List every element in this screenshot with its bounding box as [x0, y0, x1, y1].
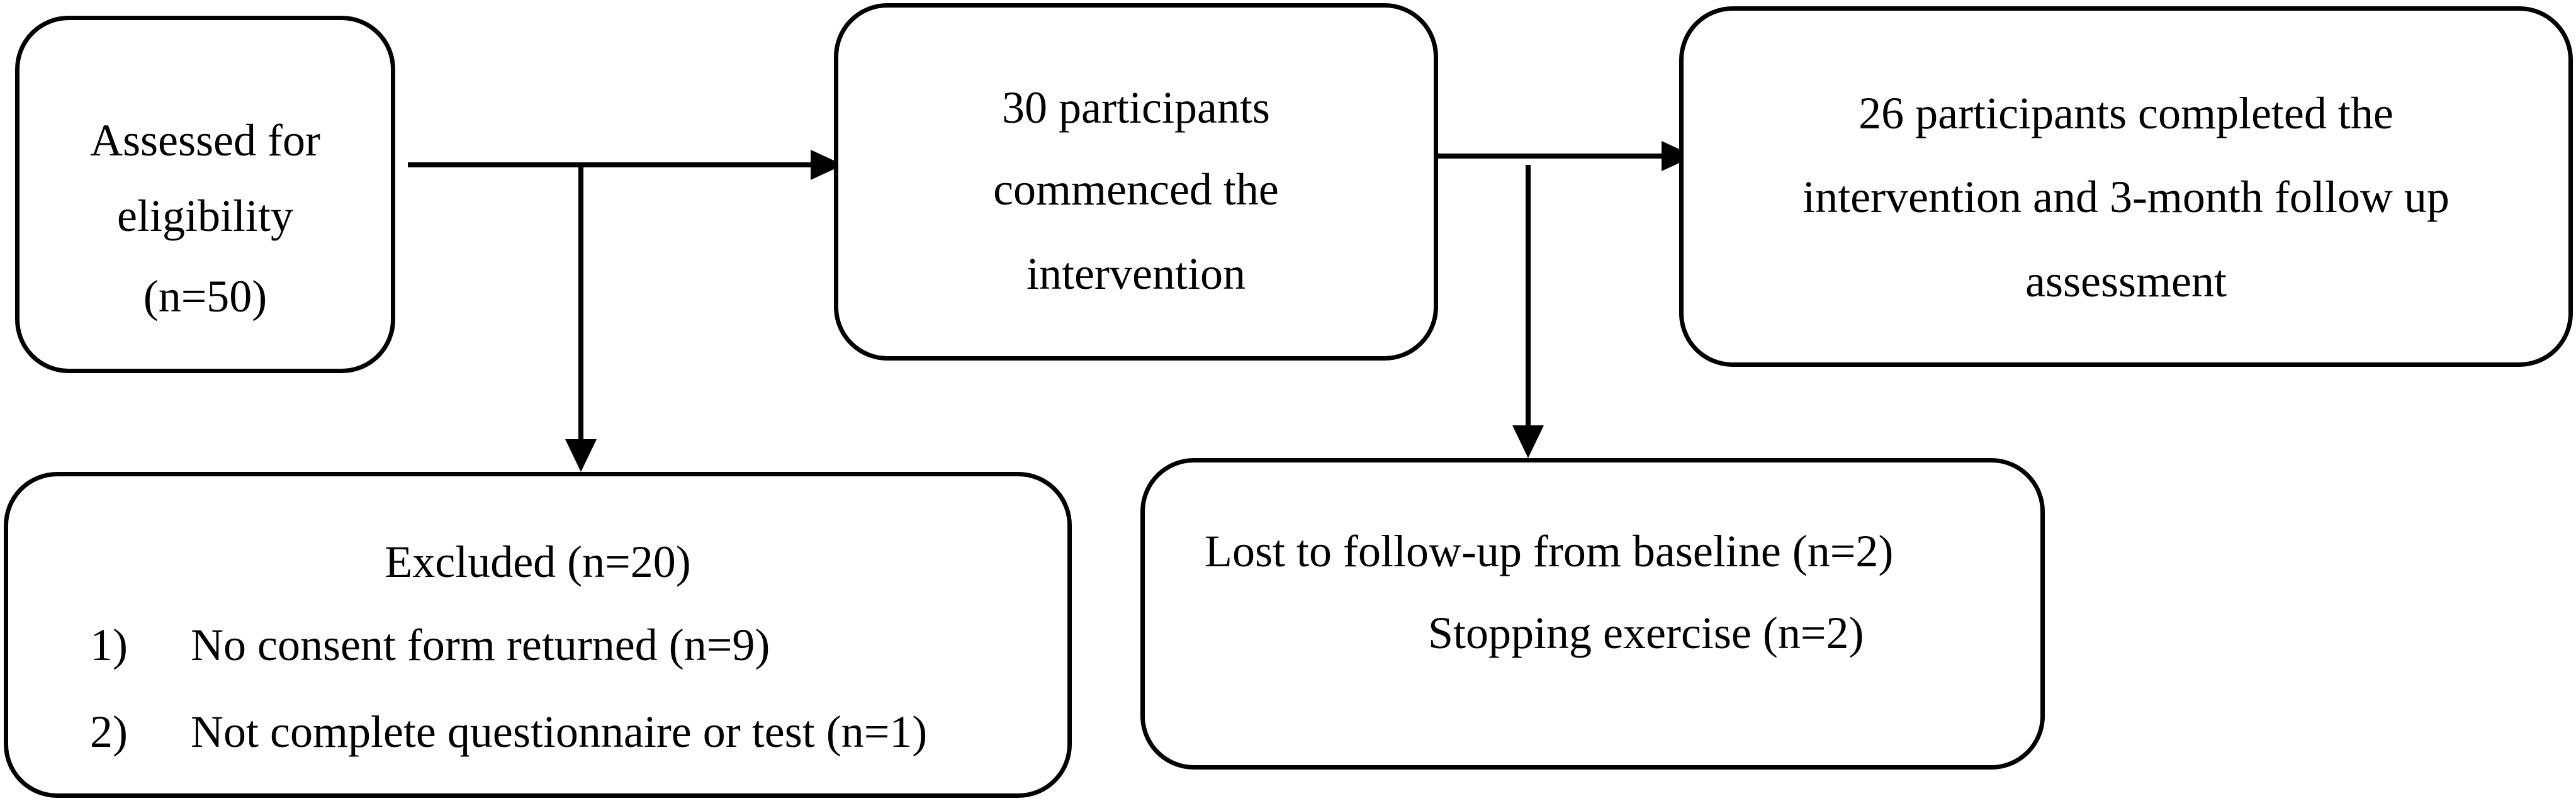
completed-line-1: 26 participants completed the	[1859, 88, 2393, 138]
arrowhead-commenced	[811, 150, 843, 180]
excluded-item-2-number: 2)	[90, 707, 128, 757]
lost-box: Lost to follow-up from baseline (n=2) St…	[1140, 458, 2045, 770]
arrowhead-excluded	[565, 439, 597, 472]
excluded-item-1-text: No consent form returned (n=9)	[191, 620, 770, 670]
commenced-line-1: 30 participants	[1002, 82, 1270, 133]
commenced-line-3: intervention	[1026, 249, 1246, 299]
commenced-box: 30 participants commenced the interventi…	[834, 3, 1438, 361]
excluded-item-2-text: Not complete questionnaire or test (n=1)	[191, 707, 928, 757]
completed-box: 26 participants completed the interventi…	[1679, 6, 2573, 367]
excluded-box: Excluded (n=20) 1) No consent form retur…	[4, 472, 1072, 798]
lost-line-2: Stopping exercise (n=2)	[1428, 608, 1864, 658]
excluded-title: Excluded (n=20)	[385, 537, 691, 587]
commenced-line-2: commenced the	[993, 164, 1279, 215]
arrowhead-completed	[1662, 141, 1694, 171]
completed-line-2: intervention and 3-month follow up	[1803, 172, 2449, 222]
assessed-line-1: Assessed for	[90, 115, 320, 165]
excluded-item-1-number: 1)	[90, 620, 128, 670]
completed-line-3: assessment	[2025, 256, 2227, 306]
assessed-box: Assessed for eligibility (n=50)	[15, 16, 395, 373]
assessed-line-2: eligibility	[117, 191, 293, 241]
arrowhead-lost	[1512, 425, 1544, 458]
lost-line-1: Lost to follow-up from baseline (n=2)	[1205, 526, 1894, 576]
assessed-line-3: (n=50)	[143, 271, 267, 322]
